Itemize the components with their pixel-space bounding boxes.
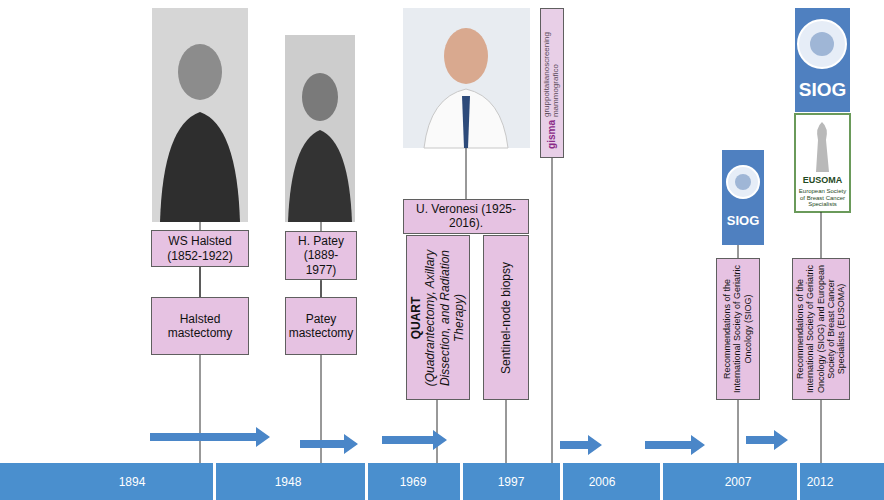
- node-text: Patey mastectomy: [289, 312, 354, 341]
- block-arrow: [645, 435, 705, 455]
- portrait-head: [178, 44, 222, 100]
- procedure-box: Halsted mastectomy: [151, 297, 249, 355]
- year-segment: [563, 463, 660, 500]
- name-box: WS Halsted (1852-1922): [151, 230, 249, 267]
- portrait-body: [288, 130, 352, 222]
- node-text: QUART: [409, 238, 423, 397]
- block-arrow: [746, 430, 788, 450]
- year-segment: [463, 463, 560, 500]
- rotated-text-holder: QUART(Quadrantectomy, Axillary Dissectio…: [409, 238, 467, 397]
- node-text: H. Patey (1889-1977): [290, 234, 352, 277]
- year-segment: [368, 463, 460, 500]
- eusoma-logo: [795, 114, 850, 212]
- node-text: U. Veronesi (1925-2016).: [408, 202, 524, 231]
- node-text: gisma: [547, 120, 557, 149]
- rotated-text-holder: Recommendations of the International Soc…: [795, 261, 847, 397]
- leader-lines: [200, 135, 821, 463]
- logo-subtitle: European Society of Breast Cancer Specia…: [797, 188, 848, 208]
- node-text: Halsted mastectomy: [156, 312, 244, 341]
- leader-line: [552, 135, 553, 463]
- portrait-tie: [462, 96, 470, 148]
- year-label: 2012: [790, 463, 850, 500]
- recommendation-box: Recommendations of the International Soc…: [792, 258, 850, 400]
- year-label: 1948: [258, 463, 318, 500]
- portrait-head: [444, 28, 488, 84]
- name-box: H. Patey (1889-1977): [285, 231, 357, 280]
- logo-text: EUSOMA: [795, 176, 850, 185]
- siog-logo: [795, 8, 850, 112]
- year-label: 1894: [102, 463, 162, 500]
- block-arrow: [150, 427, 270, 447]
- procedure-box: Sentinel-node biopsy: [483, 235, 529, 400]
- block-arrow: [300, 434, 358, 454]
- node-subtext: gruppoitalianoscreening mammografico: [543, 17, 561, 117]
- year-segment: [216, 463, 365, 500]
- portrait-photo: [403, 8, 530, 148]
- statue-figure: [816, 122, 829, 172]
- leader-line: [437, 400, 438, 463]
- recommendation-box: Recommendations of the International Soc…: [716, 258, 760, 400]
- procedure-box: Patey mastectomy: [285, 297, 357, 355]
- connector-line: [200, 267, 201, 297]
- portrait-coat: [424, 89, 508, 148]
- portrait-photo: [152, 8, 248, 222]
- node-text: Recommendations of the International Soc…: [722, 261, 753, 397]
- logo-emblem: [798, 20, 846, 68]
- year-bar: [0, 463, 884, 500]
- node-subtext: (Quadrantectomy, Axillary Dissection, an…: [424, 238, 467, 397]
- rotated-text-holder: Recommendations of the International Soc…: [722, 261, 753, 397]
- year-segment: [663, 463, 797, 500]
- logo-emblem: [727, 166, 759, 198]
- portrait-head: [302, 73, 338, 121]
- logo-text: SIOG: [795, 80, 850, 99]
- year-label: 2007: [708, 463, 768, 500]
- portrait-photo: [285, 35, 355, 222]
- logo-emblem: [810, 32, 834, 56]
- block-arrow: [382, 430, 447, 450]
- logo-box: gisma gruppoitalianoscreening mammografic…: [540, 8, 564, 158]
- node-text: WS Halsted (1852-1922): [156, 234, 244, 263]
- portrait-body: [160, 112, 240, 222]
- progress-arrows: [150, 427, 788, 455]
- rotated-text-holder: Sentinel-node biopsy: [499, 238, 513, 397]
- year-label: 1997: [481, 463, 541, 500]
- year-label: 2006: [572, 463, 632, 500]
- year-label: 1969: [383, 463, 443, 500]
- node-text: Recommendations of the International Soc…: [795, 261, 847, 397]
- name-box: U. Veronesi (1925-2016).: [403, 199, 529, 234]
- leader-line: [466, 148, 467, 200]
- siog-logo: [722, 150, 764, 245]
- procedure-box: QUART(Quadrantectomy, Axillary Dissectio…: [406, 235, 470, 400]
- node-text: Sentinel-node biopsy: [499, 238, 513, 397]
- connector-stroke: [320, 280, 321, 297]
- logo-emblem: [735, 174, 751, 190]
- rotated-text-holder: gisma gruppoitalianoscreening mammografic…: [543, 11, 561, 155]
- leader-line: [506, 400, 507, 463]
- connector-line: [321, 280, 322, 297]
- logo-text: SIOG: [722, 214, 764, 227]
- block-arrow: [560, 435, 602, 455]
- connector-stroke: [199, 267, 200, 297]
- year-segment: [0, 463, 213, 500]
